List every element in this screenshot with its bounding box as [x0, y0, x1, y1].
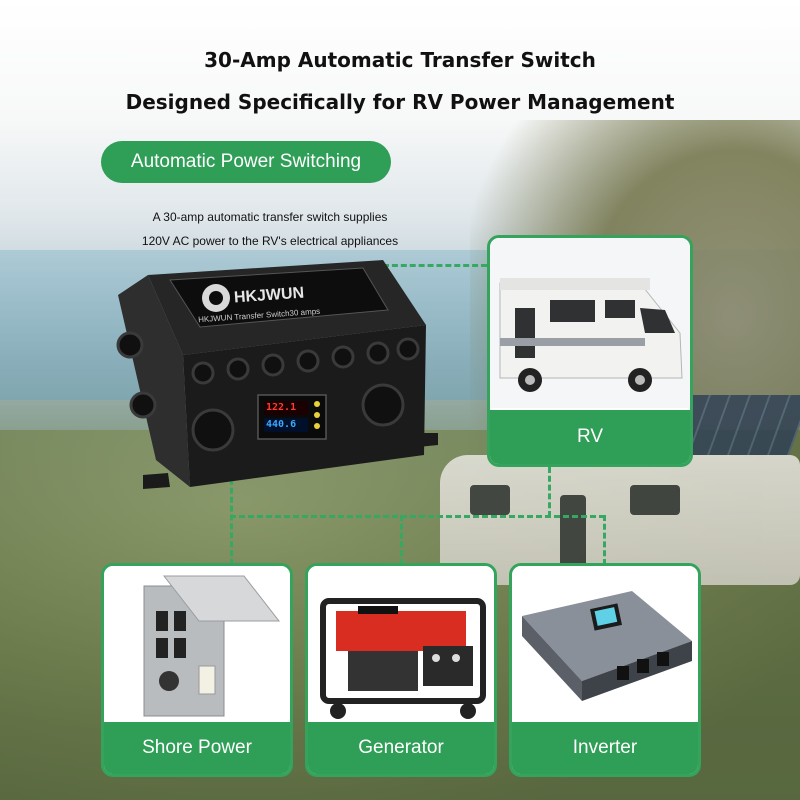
connector-top — [383, 264, 487, 267]
rv-label: RV — [490, 410, 690, 464]
shore-power-card: Shore Power — [101, 563, 293, 777]
generator-card: Generator — [305, 563, 497, 777]
inverter-label: Inverter — [512, 722, 698, 774]
shore-power-label: Shore Power — [104, 722, 290, 774]
rv-image — [490, 238, 690, 408]
rv-card: RV — [487, 235, 693, 467]
display-top-value: 122.1 — [266, 402, 297, 413]
generator-label: Generator — [308, 722, 494, 774]
generator-image — [308, 566, 494, 726]
page-title: 30-Amp Automatic Transfer Switch — [204, 48, 596, 72]
transfer-switch-image: HKJWUN HKJWUN Transfer Switch30 amps 122… — [108, 255, 438, 495]
shore-power-image — [104, 566, 290, 726]
feature-description-line1: A 30-amp automatic transfer switch suppl… — [152, 210, 388, 224]
display-bottom-value: 440.6 — [266, 419, 297, 430]
page-subtitle: Designed Specifically for RV Power Manag… — [125, 90, 675, 114]
feature-description-line2: 120V AC power to the RV's electrical app… — [141, 234, 399, 248]
feature-pill: Automatic Power Switching — [101, 141, 391, 183]
inverter-image — [512, 566, 698, 726]
connector-shore — [230, 470, 233, 565]
connector-inverter — [603, 515, 606, 565]
connector-rv — [548, 467, 551, 517]
inverter-card: Inverter — [509, 563, 701, 777]
connector-generator — [400, 515, 403, 565]
connector-bottom-bus — [230, 515, 605, 518]
